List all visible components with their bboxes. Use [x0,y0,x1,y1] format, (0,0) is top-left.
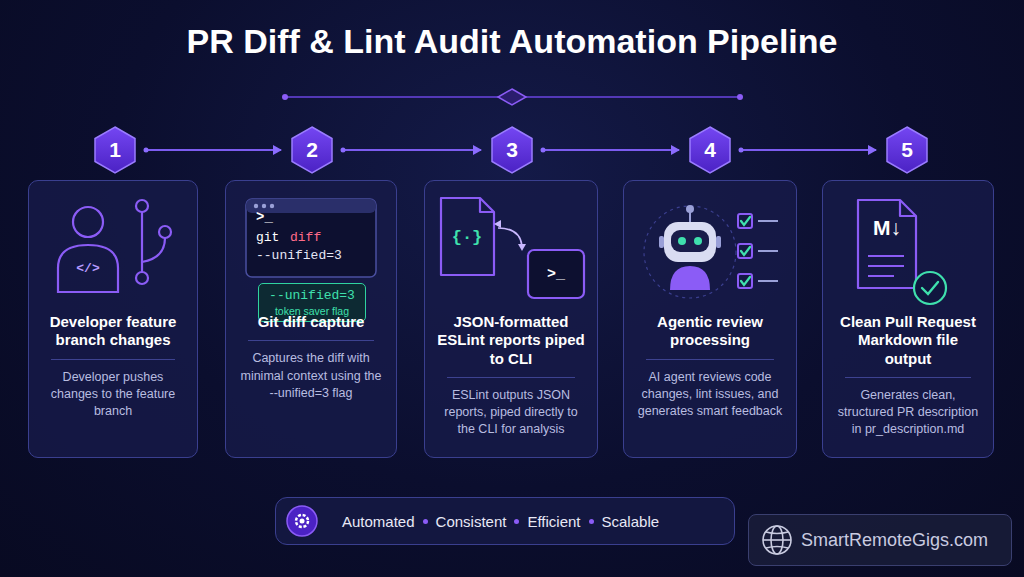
terminal-text: git [256,230,279,245]
json-glyph: {·} [452,228,483,247]
card-body: AI agent reviews code changes, lint issu… [636,369,784,421]
card-heading: Clean Pull Request Markdown file output [835,313,981,368]
feature-word: Consistent [436,513,507,530]
terminal-text: diff [290,230,321,245]
card-divider [845,377,971,378]
flow-arrow [146,149,281,151]
step-number: 5 [901,138,913,162]
step-badge: 2 [289,125,335,175]
step-number: 3 [506,138,518,162]
prompt-glyph: >_ [547,266,565,283]
feature-word: Efficient [527,513,580,530]
diagram-title: PR Diff & Lint Audit Automation Pipeline [0,22,1024,61]
flow-arrow [543,149,679,151]
card-body: ESLint outputs JSON reports, piped direc… [437,387,585,439]
step-number: 4 [704,138,716,162]
card-divider [447,377,574,378]
arrow-tail-dot [541,148,546,153]
markdown-glyph: M↓ [873,216,901,240]
arrow-tail-dot [144,148,149,153]
watermark-text: SmartRemoteGigs.com [801,530,988,551]
card-divider [248,340,374,341]
card-heading: Developer feature branch changes [41,313,185,350]
step-badge: 4 [687,125,733,175]
terminal-text: --unified=3 [256,248,342,263]
card-divider [646,359,773,360]
process-card: JSON-formatted ESLint reports piped to C… [424,180,598,458]
feature-word: Automated [342,513,415,530]
card-heading: Agentic review processing [636,313,784,350]
flag-box: --unified=3 token saver flag [258,283,366,322]
step-badge: 1 [92,125,138,175]
feature-pill: Automated Consistent Efficient Scalable [275,497,735,545]
card-body: Developer pushes changes to the feature … [41,369,185,421]
process-card: Developer feature branch changesDevelope… [28,180,198,458]
card-body: Generates clean, structured PR descripti… [835,387,981,439]
flow-arrow [343,149,481,151]
arrow-tail-dot [341,148,346,153]
card-body: Captures the diff with minimal context u… [238,350,384,402]
flow-arrow [741,149,876,151]
separator-dot [589,519,594,524]
step-badge: 5 [884,125,930,175]
step-number: 2 [306,138,318,162]
separator-dot [514,519,519,524]
step-badge: 3 [489,125,535,175]
code-glyph: </> [76,261,99,276]
feature-word: Scalable [602,513,660,530]
flag-text: token saver flag [269,305,355,317]
card-heading: JSON-formatted ESLint reports piped to C… [437,313,585,368]
card-divider [51,359,175,360]
process-card: Clean Pull Request Markdown file outputG… [822,180,994,458]
prompt-glyph: >_ [256,209,273,225]
arrow-tail-dot [739,148,744,153]
flag-text: --unified=3 [269,288,355,303]
step-number: 1 [109,138,121,162]
separator-dot [423,519,428,524]
